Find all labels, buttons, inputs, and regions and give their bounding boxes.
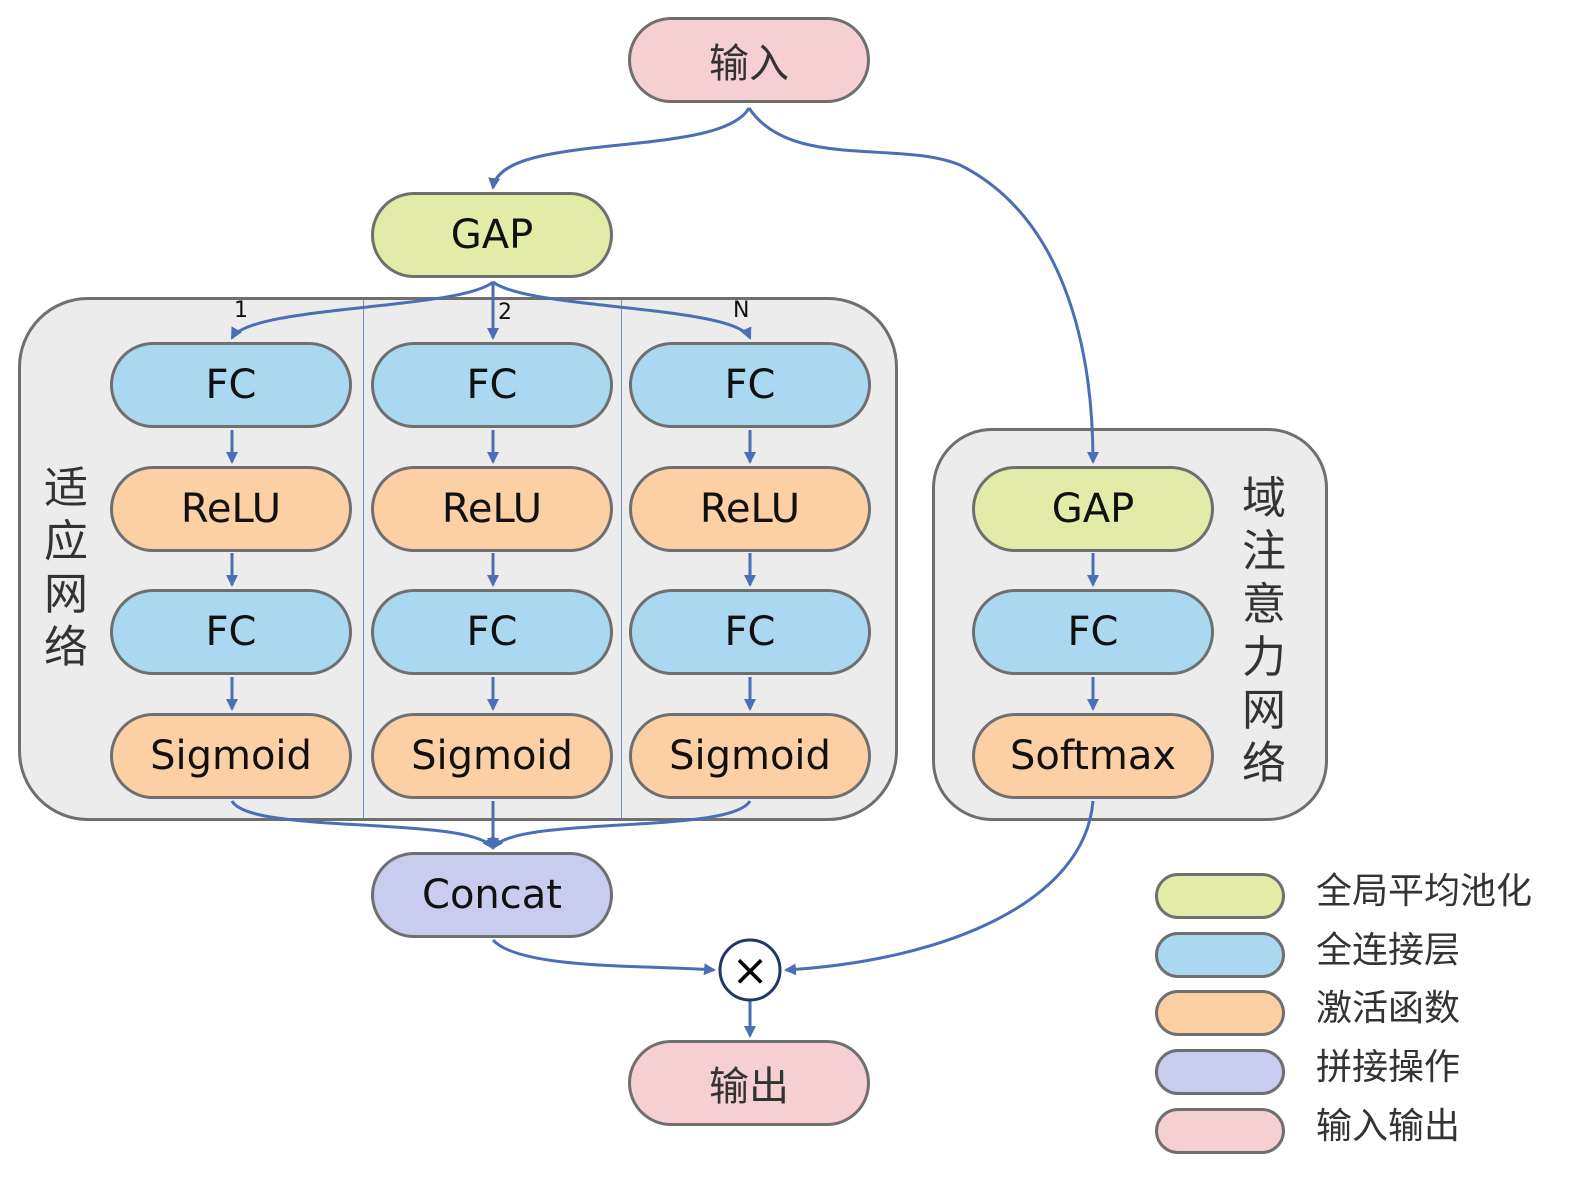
adaptation-network-label-char-4: 络 <box>44 622 88 673</box>
domain-attention-network-label-char-4: 力 <box>1242 632 1286 683</box>
domain-softmax-node: Softmax <box>972 713 1214 799</box>
domain-attention-network-label-char-2: 注 <box>1242 526 1286 577</box>
branch-divider-2 <box>621 300 622 818</box>
branchn-relu-node: ReLU <box>629 466 871 552</box>
branchn-fc1-node: FC <box>629 342 871 428</box>
adaptation-network-label-char-3: 网 <box>44 569 88 620</box>
legend-label-gap: 全局平均池化 <box>1316 871 1533 912</box>
concat-node: Concat <box>371 852 613 938</box>
domain-fc-node: FC <box>972 589 1214 675</box>
domain-attention-network-label-char-1: 域 <box>1242 473 1286 524</box>
branch2-sigmoid-node: Sigmoid <box>371 713 613 799</box>
gap-node: GAP <box>371 192 613 278</box>
branch-divider-1 <box>363 300 364 818</box>
domain-attention-network-label: 域注意力网络 <box>1238 472 1290 790</box>
branch2-fc2-node: FC <box>371 589 613 675</box>
domain-attention-network-label-char-3: 意 <box>1242 579 1286 630</box>
legend-label-concat: 拼接操作 <box>1316 1047 1461 1088</box>
domain-gap-node: GAP <box>972 466 1214 552</box>
branch1-relu-node: ReLU <box>110 466 352 552</box>
branchn-sigmoid-node: Sigmoid <box>629 713 871 799</box>
arrow-softmax-to-multiply <box>784 800 1095 976</box>
adaptation-network-label: 适应网络 <box>40 462 92 674</box>
branch-label-1: 1 <box>234 298 248 323</box>
branch2-relu-node: ReLU <box>371 466 613 552</box>
multiply-circle <box>718 938 782 1002</box>
multiply-symbol: × <box>732 945 769 996</box>
branch-label-n: N <box>733 298 750 323</box>
branch2-fc1-node: FC <box>371 342 613 428</box>
adaptation-network-label-char-1: 适 <box>44 463 88 514</box>
domain-attention-network-label-char-5: 网 <box>1242 685 1286 736</box>
adaptation-network-label-char-2: 应 <box>44 516 88 567</box>
legend-swatch-io <box>1155 1108 1285 1154</box>
output-node: 输出 <box>628 1040 870 1126</box>
legend-label-fc: 全连接层 <box>1316 930 1461 971</box>
input-node: 输入 <box>628 17 870 103</box>
legend-swatch-gap <box>1155 873 1285 919</box>
arrow-concat-to-multiply <box>491 938 716 976</box>
legend-swatch-activation <box>1155 990 1285 1036</box>
legend-swatch-concat <box>1155 1049 1285 1095</box>
arrow-sigmoidn-to-concat <box>491 800 752 850</box>
branch1-fc1-node: FC <box>110 342 352 428</box>
branchn-fc2-node: FC <box>629 589 871 675</box>
arrow-gap-to-branch-n <box>492 280 752 340</box>
branch1-fc2-node: FC <box>110 589 352 675</box>
branch-label-2: 2 <box>498 300 512 325</box>
branch1-sigmoid-node: Sigmoid <box>110 713 352 799</box>
domain-attention-network-label-char-6: 络 <box>1242 738 1286 789</box>
legend-label-io: 输入输出 <box>1316 1106 1461 1147</box>
arrow-input-to-domain-gap <box>747 107 1099 464</box>
arrow-input-to-gap <box>488 107 751 190</box>
arrow-gap-to-branch-1 <box>230 280 494 340</box>
legend-swatch-fc <box>1155 932 1285 978</box>
legend-label-activation: 激活函数 <box>1316 988 1461 1029</box>
arrow-sigmoid1-to-concat <box>230 800 495 850</box>
